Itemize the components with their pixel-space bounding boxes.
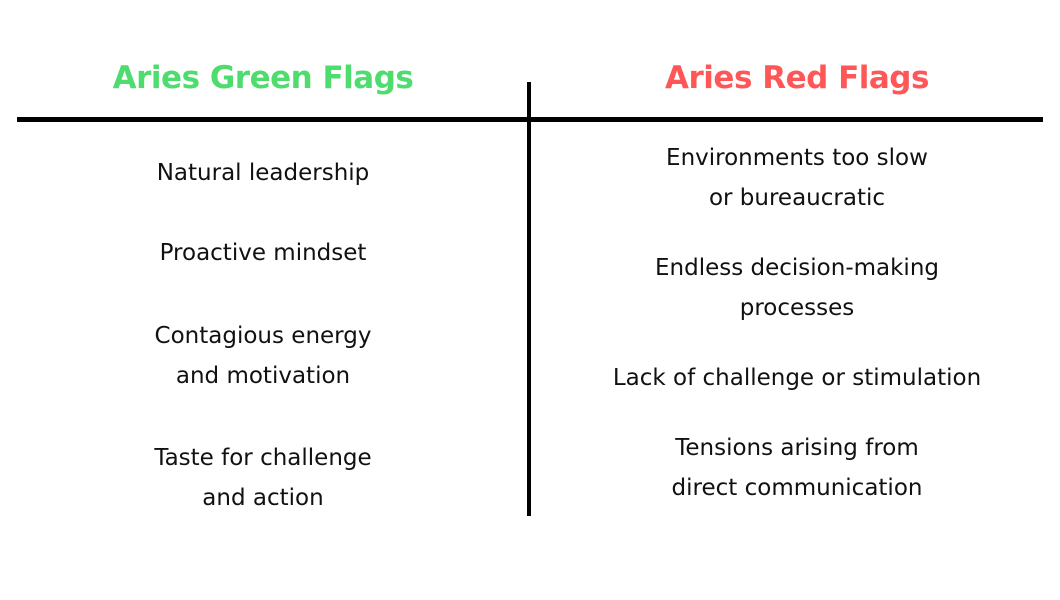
red-flags-heading: Aries Red Flags (665, 60, 929, 96)
red-flag-item: Lack of challenge or stimulation (612, 365, 982, 391)
vertical-divider (527, 82, 531, 516)
green-flag-item: Contagious energy and motivation (154, 323, 372, 389)
red-flag-item: Environments too slow or bureaucratic (666, 145, 928, 211)
green-flag-item: Proactive mindset (159, 240, 367, 266)
green-flags-heading: Aries Green Flags (112, 60, 414, 96)
green-flag-item: Natural leadership (156, 160, 370, 186)
red-flag-item: Tensions arising from direct communicati… (671, 435, 923, 501)
green-flag-item: Taste for challenge and action (154, 445, 372, 511)
red-flag-item: Endless decision-making processes (654, 255, 940, 321)
